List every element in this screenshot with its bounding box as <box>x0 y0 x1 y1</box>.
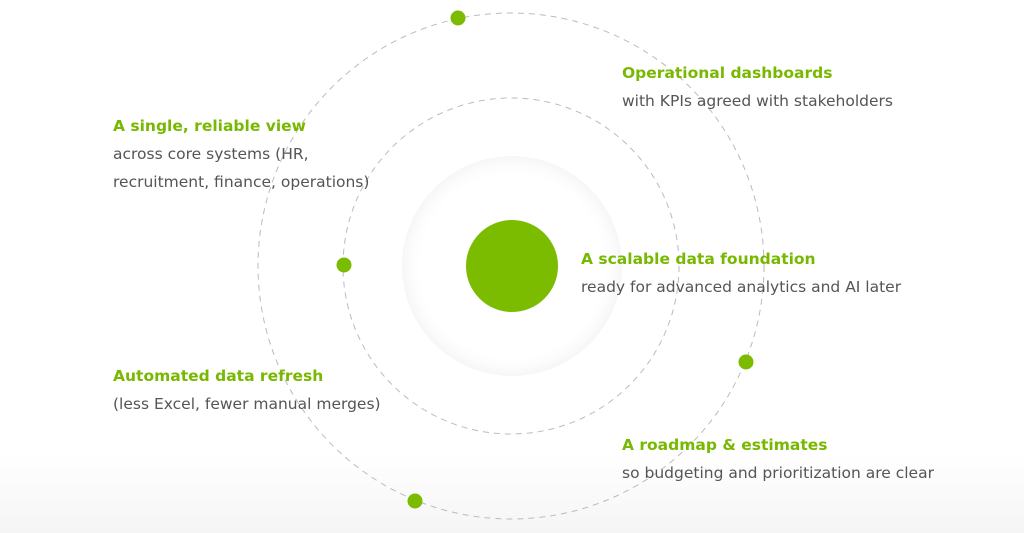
benefit-title: Automated data refresh <box>113 367 324 385</box>
orbit-dot <box>738 354 754 370</box>
benefit-title: A roadmap & estimates <box>622 436 828 454</box>
orbit-dot <box>450 10 466 26</box>
benefit-roadmap: A roadmap & estimates so budgeting and p… <box>622 431 934 487</box>
benefit-title: A scalable data foundation <box>581 250 816 268</box>
orbit-dot <box>336 257 352 273</box>
benefit-desc: across core systems (HR, recruitment, fi… <box>113 145 370 191</box>
benefit-desc: so budgeting and prioritization are clea… <box>622 464 934 482</box>
benefit-title: A single, reliable view <box>113 117 306 135</box>
orbit-dot <box>407 493 423 509</box>
benefit-desc: (less Excel, fewer manual merges) <box>113 395 381 413</box>
outer-orbit <box>257 12 765 520</box>
benefit-single-view: A single, reliable view across core syst… <box>113 112 369 196</box>
bottom-band <box>0 455 1024 533</box>
benefit-title: Operational dashboards <box>622 64 833 82</box>
core-circle <box>466 220 558 312</box>
benefit-desc: with KPIs agreed with stakeholders <box>622 92 893 110</box>
benefit-refresh: Automated data refresh (less Excel, fewe… <box>113 362 381 418</box>
inner-orbit <box>342 97 680 435</box>
benefit-desc: ready for advanced analytics and AI late… <box>581 278 902 296</box>
benefit-foundation: A scalable data foundation ready for adv… <box>581 245 901 301</box>
benefit-dashboards: Operational dashboards with KPIs agreed … <box>622 59 893 115</box>
